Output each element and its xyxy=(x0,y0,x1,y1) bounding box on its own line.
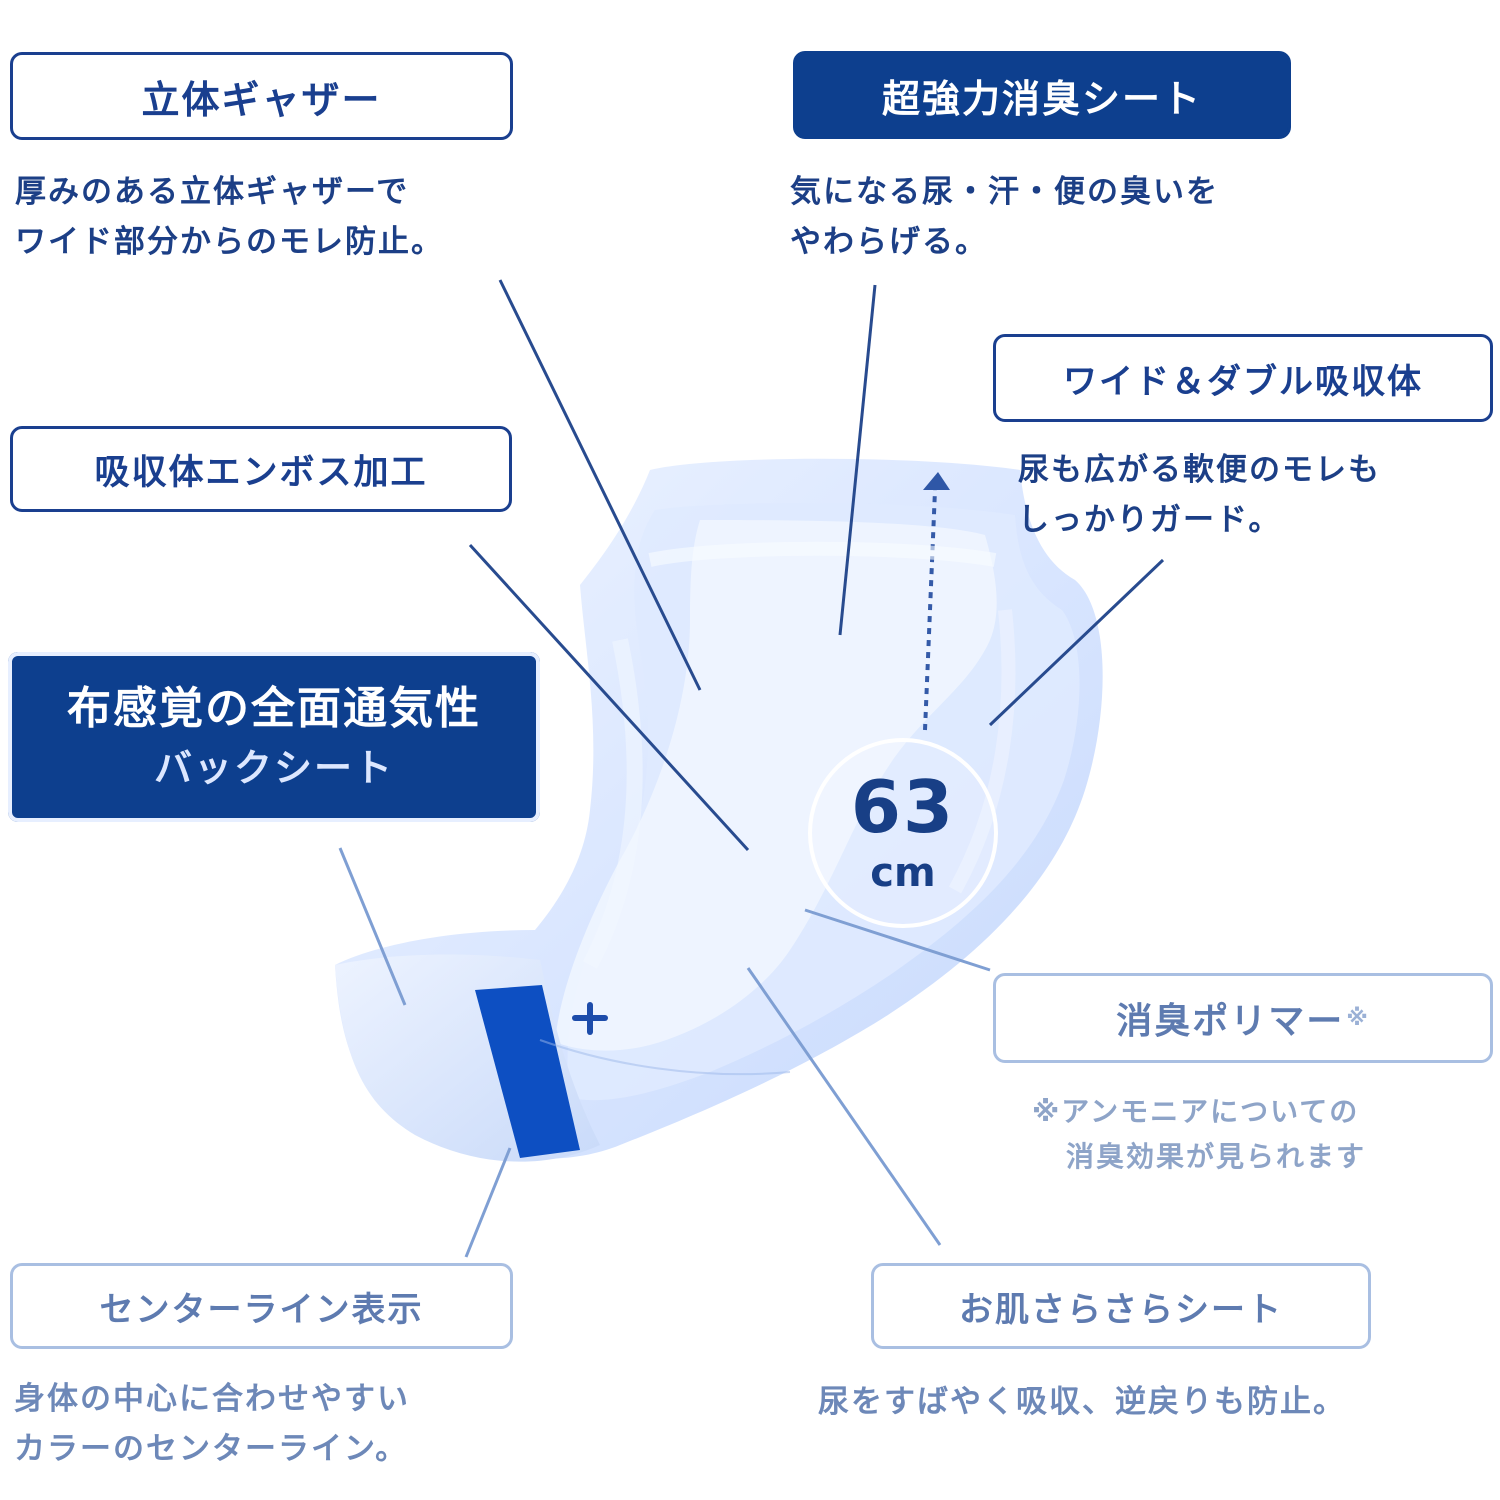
length-measure-circle: 63 cm xyxy=(808,738,998,928)
desc-center-line-display: 身体の中心に合わせやすい カラーのセンターライン。 xyxy=(14,1375,410,1474)
callout-line-emboss xyxy=(468,543,750,852)
diaper-seam-curve xyxy=(539,1039,791,1076)
callout-lines xyxy=(338,279,1165,1258)
label-center-line-display-text: センターライン表示 xyxy=(99,1289,424,1330)
desc-shoshu-sheet: 気になる尿・汗・便の臭いを やわらげる。 xyxy=(790,168,1219,267)
desc-smooth-skin-sheet: 尿をすばやく吸収、逆戻りも防止。 xyxy=(818,1378,1346,1428)
desc-deodorant-polymer-note-line-2: 消臭効果が見られます xyxy=(1066,1139,1367,1173)
callout-line-rittai-gather xyxy=(498,279,702,691)
callout-line-wide-double xyxy=(988,558,1165,727)
label-breathable-backsheet-sub: バックシート xyxy=(153,745,394,790)
label-deodorant-polymer-mark: ※ xyxy=(1346,1005,1370,1031)
callout-line-polymer xyxy=(804,908,991,972)
diaper-top-highlight xyxy=(648,541,997,567)
center-line-band xyxy=(475,985,580,1158)
desc-shoshu-sheet-line-2: やわらげる。 xyxy=(790,223,988,260)
desc-rittai-gather: 厚みのある立体ギャザーで ワイド部分からのモレ防止。 xyxy=(15,168,444,267)
length-guide-arrowhead xyxy=(923,472,950,490)
label-deodorant-polymer-text: 消臭ポリマー xyxy=(1116,1001,1345,1042)
callout-line-shoshu-sheet xyxy=(838,284,877,636)
desc-wide-double-absorber-line-1: 尿も広がる軟便のモレも xyxy=(1018,452,1381,488)
callout-line-center-line xyxy=(464,1147,512,1258)
diaper-body xyxy=(335,458,1103,1162)
length-measure-unit: cm xyxy=(870,850,936,896)
diaper-left-gather xyxy=(582,638,643,969)
length-measure-value: 63 xyxy=(850,765,956,849)
desc-rittai-gather-line-1: 厚みのある立体ギャザーで xyxy=(15,174,410,210)
label-breathable-backsheet-main: 布感覚の全面通気性 xyxy=(67,682,481,734)
callout-line-smooth-sheet xyxy=(746,967,942,1246)
desc-deodorant-polymer-note-line-1: ※アンモニアについての xyxy=(1032,1095,1360,1128)
label-center-line-display: センターライン表示 xyxy=(10,1263,513,1349)
label-rittai-gather-text: 立体ギャザー xyxy=(141,77,382,122)
label-rittai-gather: 立体ギャザー xyxy=(10,52,513,140)
label-deodorant-polymer: 消臭ポリマー※ xyxy=(993,973,1493,1063)
label-smooth-skin-sheet-text: お肌さらさらシート xyxy=(959,1289,1283,1330)
label-chokyoryoku-shoshu-sheet: 超強力消臭シート xyxy=(793,51,1291,139)
desc-wide-double-absorber-line-2: しっかりガード。 xyxy=(1018,501,1282,538)
desc-wide-double-absorber: 尿も広がる軟便のモレも しっかりガード。 xyxy=(1018,446,1381,545)
label-wide-double-absorber: ワイド＆ダブル吸収体 xyxy=(993,334,1493,422)
desc-center-line-display-line-2: カラーのセンターライン。 xyxy=(14,1430,409,1467)
label-breathable-backsheet: 布感覚の全面通気性 バックシート xyxy=(8,652,540,822)
callout-line-backsheet xyxy=(338,847,407,1006)
label-smooth-skin-sheet: お肌さらさらシート xyxy=(871,1263,1371,1349)
diaper-center-panel xyxy=(555,520,997,1051)
label-wide-double-absorber-text: ワイド＆ダブル吸収体 xyxy=(1063,361,1423,402)
label-absorber-emboss-text: 吸収体エンボス加工 xyxy=(94,452,428,493)
label-absorber-emboss: 吸収体エンボス加工 xyxy=(10,426,512,512)
desc-smooth-skin-sheet-line-1: 尿をすばやく吸収、逆戻りも防止。 xyxy=(818,1384,1346,1420)
desc-center-line-display-line-1: 身体の中心に合わせやすい xyxy=(14,1381,410,1417)
desc-rittai-gather-line-2: ワイド部分からのモレ防止。 xyxy=(15,223,444,260)
desc-shoshu-sheet-line-1: 気になる尿・汗・便の臭いを xyxy=(790,174,1219,210)
label-chokyoryoku-shoshu-sheet-text: 超強力消臭シート xyxy=(881,76,1202,121)
desc-deodorant-polymer-note: ※アンモニアについての 消臭効果が見られます xyxy=(1032,1090,1366,1180)
length-guide-dashed-line xyxy=(923,489,937,731)
